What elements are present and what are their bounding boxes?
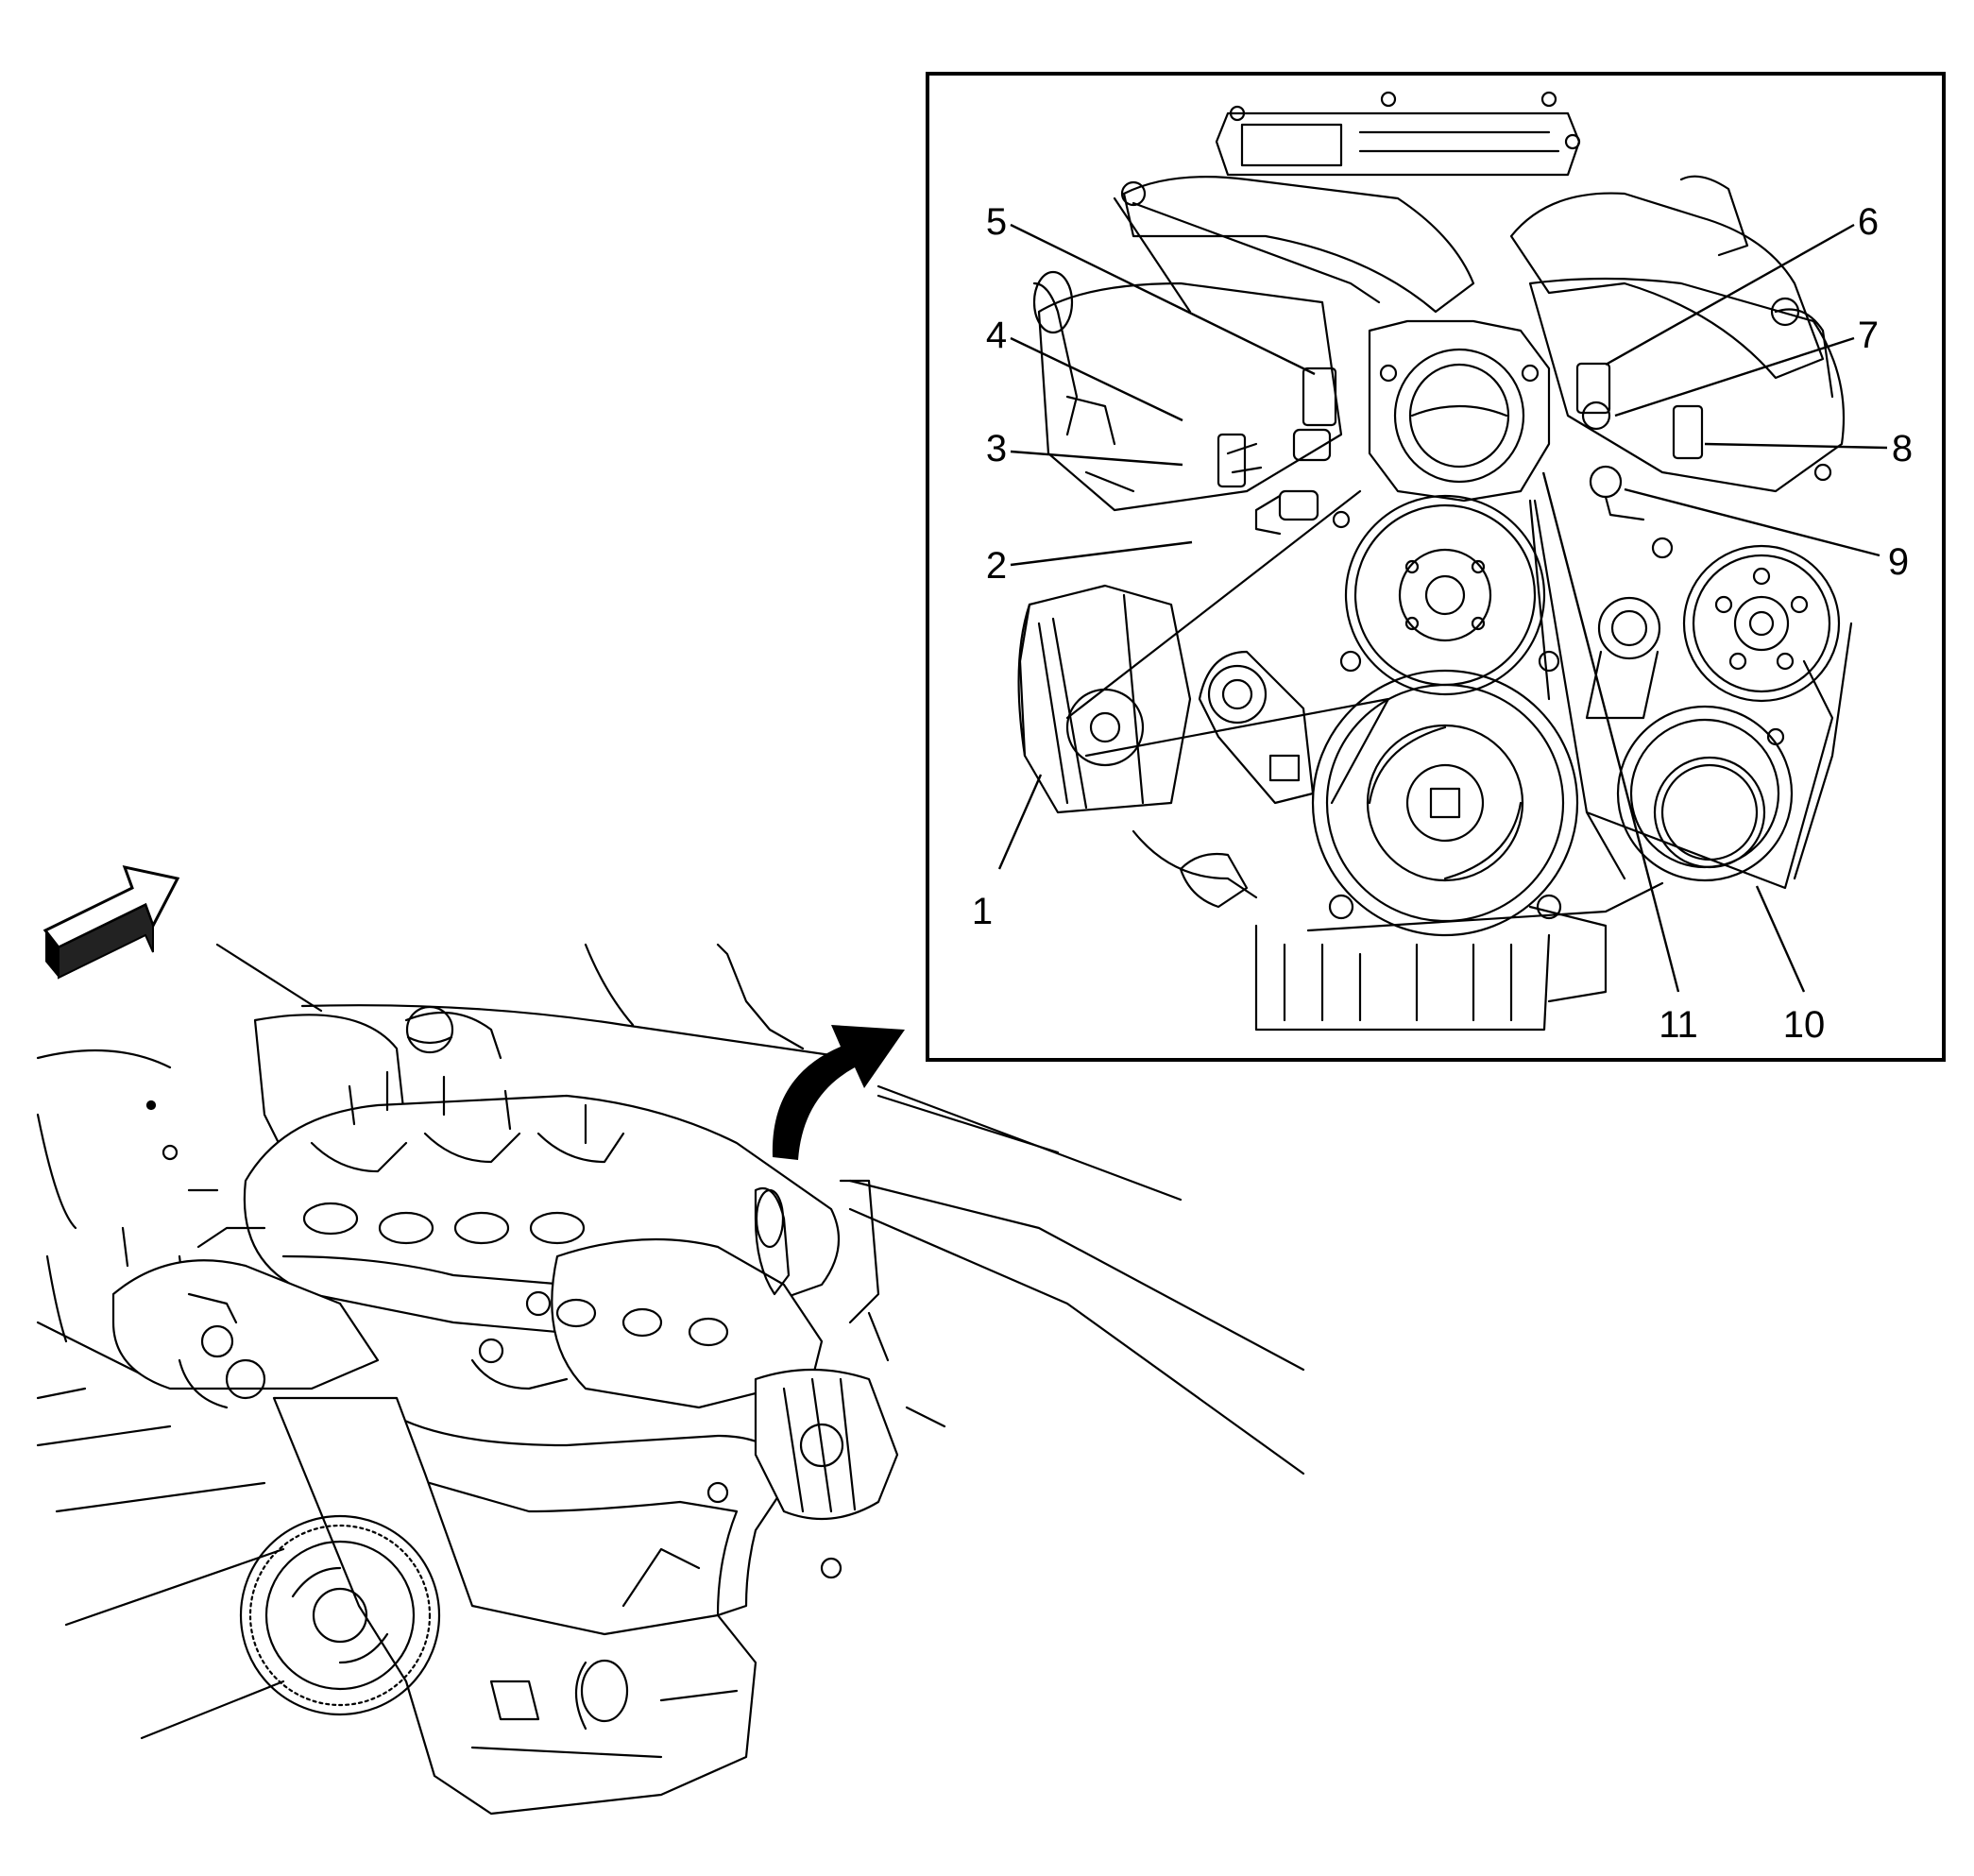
front-direction-arrow-icon: [43, 864, 180, 980]
inset-frame: [926, 72, 1946, 1062]
belt-tensioner: [1597, 596, 1661, 660]
callout-labels: 1 2 3 4 5 6 7 8 9 10 11: [972, 201, 1913, 1046]
detail-inset: 1 2 3 4 5 6 7 8 9 10 11: [926, 72, 1946, 1062]
generator: [1018, 584, 1192, 814]
callout-4: 4: [986, 315, 1007, 356]
callout-leaders: [997, 223, 1888, 993]
callout-5: 5: [986, 201, 1007, 243]
curved-detail-arrow-icon: [772, 1025, 905, 1160]
crankshaft-balancer: [1311, 669, 1579, 937]
callout-6: 6: [1858, 201, 1879, 243]
callout-2: 2: [986, 545, 1007, 587]
callout-11: 11: [1659, 1004, 1698, 1046]
main-flywheel: [239, 1514, 441, 1716]
callout-3: 3: [986, 428, 1007, 469]
power-steering-pulley: [1682, 544, 1841, 703]
ac-compressor: [1616, 705, 1794, 882]
callout-8: 8: [1892, 428, 1913, 469]
callout-9: 9: [1888, 541, 1909, 583]
inset-engine-front-view: [1017, 91, 1853, 1032]
throttle-body: [1368, 319, 1551, 503]
upper-pulley: [1344, 494, 1546, 696]
callout-1: 1: [972, 891, 993, 932]
callout-7: 7: [1858, 315, 1879, 356]
engine-bay-main-view: [36, 943, 1305, 1816]
callout-10: 10: [1783, 1004, 1826, 1046]
drive-belt: [1065, 489, 1853, 890]
